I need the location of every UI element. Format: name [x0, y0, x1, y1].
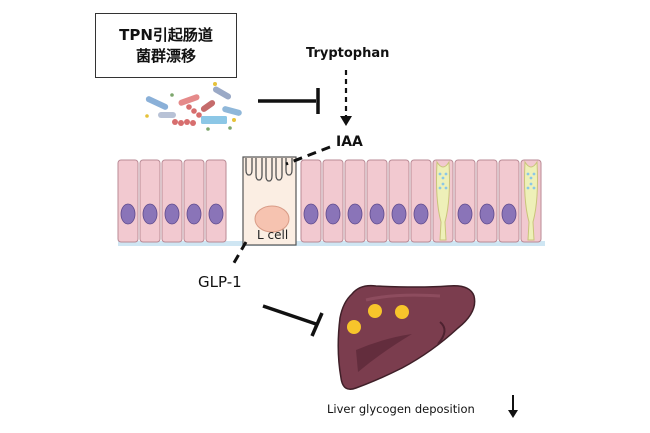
mucus-granule [529, 182, 533, 186]
bacteria-cluster-icon [145, 82, 242, 131]
epithelial-cell [454, 159, 476, 243]
epithelial-cell [410, 159, 432, 243]
epithelial-cell [476, 159, 498, 243]
mucus-granule [526, 172, 530, 176]
mucus-granule [526, 186, 530, 190]
liver-glycogen-label: Liver glycogen deposition [327, 402, 475, 416]
cell-nucleus [501, 203, 517, 225]
down-arrow-icon [508, 395, 518, 418]
goblet-cell [524, 160, 538, 241]
goblet-cell [436, 160, 450, 241]
liver-illustration [337, 284, 476, 390]
epithelial-cell [498, 159, 520, 243]
glp1-label: GLP-1 [198, 273, 242, 291]
mucus-granule [438, 172, 442, 176]
epithelial-cell [388, 159, 410, 243]
cell-nucleus [391, 203, 407, 225]
mucus-granule [441, 176, 445, 180]
epithelial-cell [300, 159, 322, 243]
l-cell [242, 156, 297, 246]
cell-nucleus [479, 203, 495, 225]
mucus-granule [532, 172, 536, 176]
cell-nucleus [164, 203, 180, 225]
epithelial-cell [117, 159, 139, 243]
cell-nucleus [369, 203, 385, 225]
tpn-label-line1: TPN引起肠道 [119, 25, 213, 44]
cell-nucleus [208, 203, 224, 225]
iaa-lcell-glp1-dashed-path [229, 145, 331, 269]
epithelial-cell [344, 159, 366, 243]
cell-nucleus [303, 203, 319, 225]
l-cell-label: L cell [257, 228, 289, 242]
epithelial-cell [139, 159, 161, 243]
basement-membrane [118, 241, 545, 246]
mucus-granule [441, 182, 445, 186]
cell-nucleus [457, 203, 473, 225]
epithelial-cell [366, 159, 388, 243]
tpn-dysbiosis-box: TPN引起肠道 菌群漂移 [95, 13, 237, 78]
mucus-granule [529, 176, 533, 180]
mucus-granule [444, 186, 448, 190]
tryptophan-label: Tryptophan [306, 46, 390, 61]
epithelial-cell [322, 159, 344, 243]
mucus-granule [532, 186, 536, 190]
tryptophan-iaa-arrow [340, 70, 352, 126]
cell-nucleus [186, 203, 202, 225]
mucus-granule [438, 186, 442, 190]
cell-nucleus [325, 203, 341, 225]
cell-nucleus [413, 203, 429, 225]
epithelial-cell [183, 159, 205, 243]
bacteria-inhibition-arrow [258, 88, 320, 114]
cell-nucleus [347, 203, 363, 225]
glp1-inhibition-arrow [262, 304, 324, 337]
mucus-granule [444, 172, 448, 176]
epithelial-cell-row [117, 159, 542, 243]
epithelial-cell [205, 159, 227, 243]
tpn-label-line2: 菌群漂移 [135, 46, 196, 65]
cell-nucleus [120, 203, 136, 225]
epithelial-cell [161, 159, 183, 243]
cell-nucleus [142, 203, 158, 225]
iaa-label: IAA [336, 134, 363, 150]
